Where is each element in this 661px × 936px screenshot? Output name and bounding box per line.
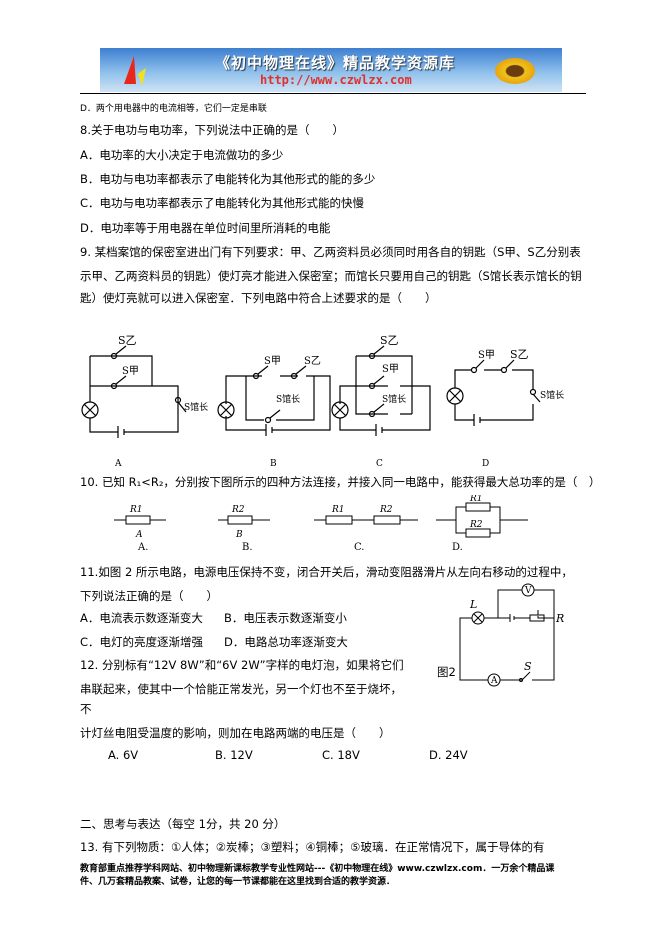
option-label-b: B. <box>242 542 253 553</box>
section-2-heading: 二、思考与表达（每空 1分，共 20 分） <box>80 817 286 831</box>
q8-option-a: A．电功率的大小决定于电流做功的多少 <box>80 148 284 162</box>
q12-stem-1: 12. 分别标有“12V 8W”和“6V 2W”字样的电灯泡，如果将它们 <box>80 658 404 672</box>
switch-label: S甲 <box>478 350 495 361</box>
prev-option-d: D．两个用电器中的电流相等，它们一定是串联 <box>80 104 267 114</box>
q12-option-c: C. 18V <box>322 748 360 762</box>
switch-label: S乙 <box>304 355 321 367</box>
q12-stem-2: 串联起来，使其中一个恰能正常发光，另一个灯也不至于烧坏， <box>80 682 402 696</box>
resistor-label: R1 <box>129 505 143 515</box>
switch-label: S馆长 <box>276 393 300 405</box>
q8-option-d: D．电功率等于用电器在单位时间里所消耗的电能 <box>80 221 331 235</box>
lamp-label: L <box>469 598 477 611</box>
figure-2-circuit: V A L R S <box>459 583 564 687</box>
q12-option-a: A. 6V <box>108 748 139 762</box>
q12-stem-4: 计灯丝电阻受温度的影响，则加在电路两端的电压是（ ） <box>80 726 391 740</box>
figure-sublabel: A <box>135 530 143 540</box>
footer-line-2: 件、几万套精品教案、试卷，让您的每一节课都能在这里找到合适的教学资源． <box>80 877 396 887</box>
circuit-c: S乙 S甲 S馆长 <box>331 334 431 436</box>
sunflower-image <box>495 58 535 84</box>
q12-option-d: D. 24V <box>429 748 468 762</box>
q11-option-d: D．电路总功率逐渐变大 <box>224 635 348 649</box>
resistor-label: R1 <box>469 495 483 504</box>
circuit-label-d: D <box>482 459 489 469</box>
q10-stem: 10. 已知 R₁<R₂，分别按下图所示的四种方法连接，并接入同一电路中，能获得… <box>80 475 601 489</box>
q11-stem-2: 下列说法正确的是（ ） <box>80 589 218 603</box>
q8-option-c: C．电功与电功率都表示了电能转化为其他形式能的快慢 <box>80 196 365 210</box>
circuit-b: S甲 S乙 S馆长 <box>217 355 331 436</box>
option-label-d: D. <box>452 542 463 553</box>
q11-option-b: B．电压表示数逐渐变小 <box>224 611 347 625</box>
switch-label: S乙 <box>118 334 137 347</box>
q10-resistor-figures: R1 A R2 B R1 R2 R1 R2 A. B. C. D. <box>114 495 528 553</box>
switch-label: S馆长 <box>382 393 406 405</box>
banner-title: 《初中物理在线》精品教学资源库 <box>215 54 456 72</box>
switch-label: S乙 <box>510 348 529 361</box>
rheostat-label: R <box>555 612 564 625</box>
figure-sublabel: B <box>235 530 243 540</box>
circuit-label-c: C <box>376 459 383 469</box>
q9-stem-3: 匙）使灯亮就可以进入保密室．下列电路中符合上述要求的是（ ） <box>80 291 437 305</box>
circuit-d: S甲 S乙 S馆长 <box>446 348 564 426</box>
circuit-a: S乙 S甲 S馆长 <box>81 334 208 438</box>
circuit-label-b: B <box>270 459 277 469</box>
option-label-c: C. <box>354 542 364 553</box>
q9-circuit-figures: S乙 S甲 S馆长 S甲 S乙 S馆长 S乙 S甲 S馆长 <box>81 334 564 469</box>
q11-stem-1: 11.如图 2 所示电路，电源电压保持不变，闭合开关后，滑动变阻器滑片从左向右移… <box>80 565 573 579</box>
q11-option-a: A．电流表示数逐渐变大 <box>80 611 203 625</box>
option-label-a: A. <box>137 542 148 553</box>
voltmeter-label: V <box>524 586 532 596</box>
switch-label: S甲 <box>122 366 139 377</box>
switch-label: S <box>524 660 532 673</box>
header-rule <box>80 93 586 94</box>
switch-label: S甲 <box>382 364 399 375</box>
circuit-label-a: A <box>114 459 122 469</box>
switch-label: S馆长 <box>540 389 564 401</box>
resistor-label: R2 <box>231 505 245 515</box>
resistor-label: R1 <box>331 505 345 515</box>
footer-line-1: 教育部重点推荐学科网站、初中物理新课标教学专业性网站---《初中物理在线》www… <box>80 864 555 874</box>
switch-label: S甲 <box>264 356 281 367</box>
figure-2-caption: 图2 <box>437 665 456 679</box>
site-banner: 《初中物理在线》精品教学资源库 http://www.czwlzx.com <box>100 48 562 92</box>
banner-url: http://www.czwlzx.com <box>260 73 412 87</box>
resistor-label: R2 <box>469 520 483 530</box>
site-logo-icon <box>124 56 146 86</box>
q12-option-b: B. 12V <box>215 748 253 762</box>
switch-label: S乙 <box>380 334 399 347</box>
q8-stem: 8.关于电功与电功率，下列说法中正确的是（ ） <box>80 123 344 137</box>
resistor-label: R2 <box>379 505 393 515</box>
q8-option-b: B．电功与电功率都表示了电能转化为其他形式的能的多少 <box>80 172 376 186</box>
switch-label: S馆长 <box>184 401 208 413</box>
q11-option-c: C．电灯的亮度逐渐增强 <box>80 635 204 649</box>
ammeter-label: A <box>490 676 498 686</box>
q9-stem-2: 示甲、乙两资料员的钥匙）使灯亮才能进入保密室；而馆长只要用自己的钥匙（S馆长表示… <box>80 269 582 283</box>
q12-stem-3: 不 <box>80 702 92 716</box>
q13-stem: 13. 有下列物质：①人体；②炭棒；③塑料；④铜棒；⑤玻璃．在正常情况下，属于导… <box>80 840 545 854</box>
q9-stem-1: 9. 某档案馆的保密室进出门有下列要求：甲、乙两资料员必须同时用各自的钥匙（S甲… <box>80 245 581 259</box>
